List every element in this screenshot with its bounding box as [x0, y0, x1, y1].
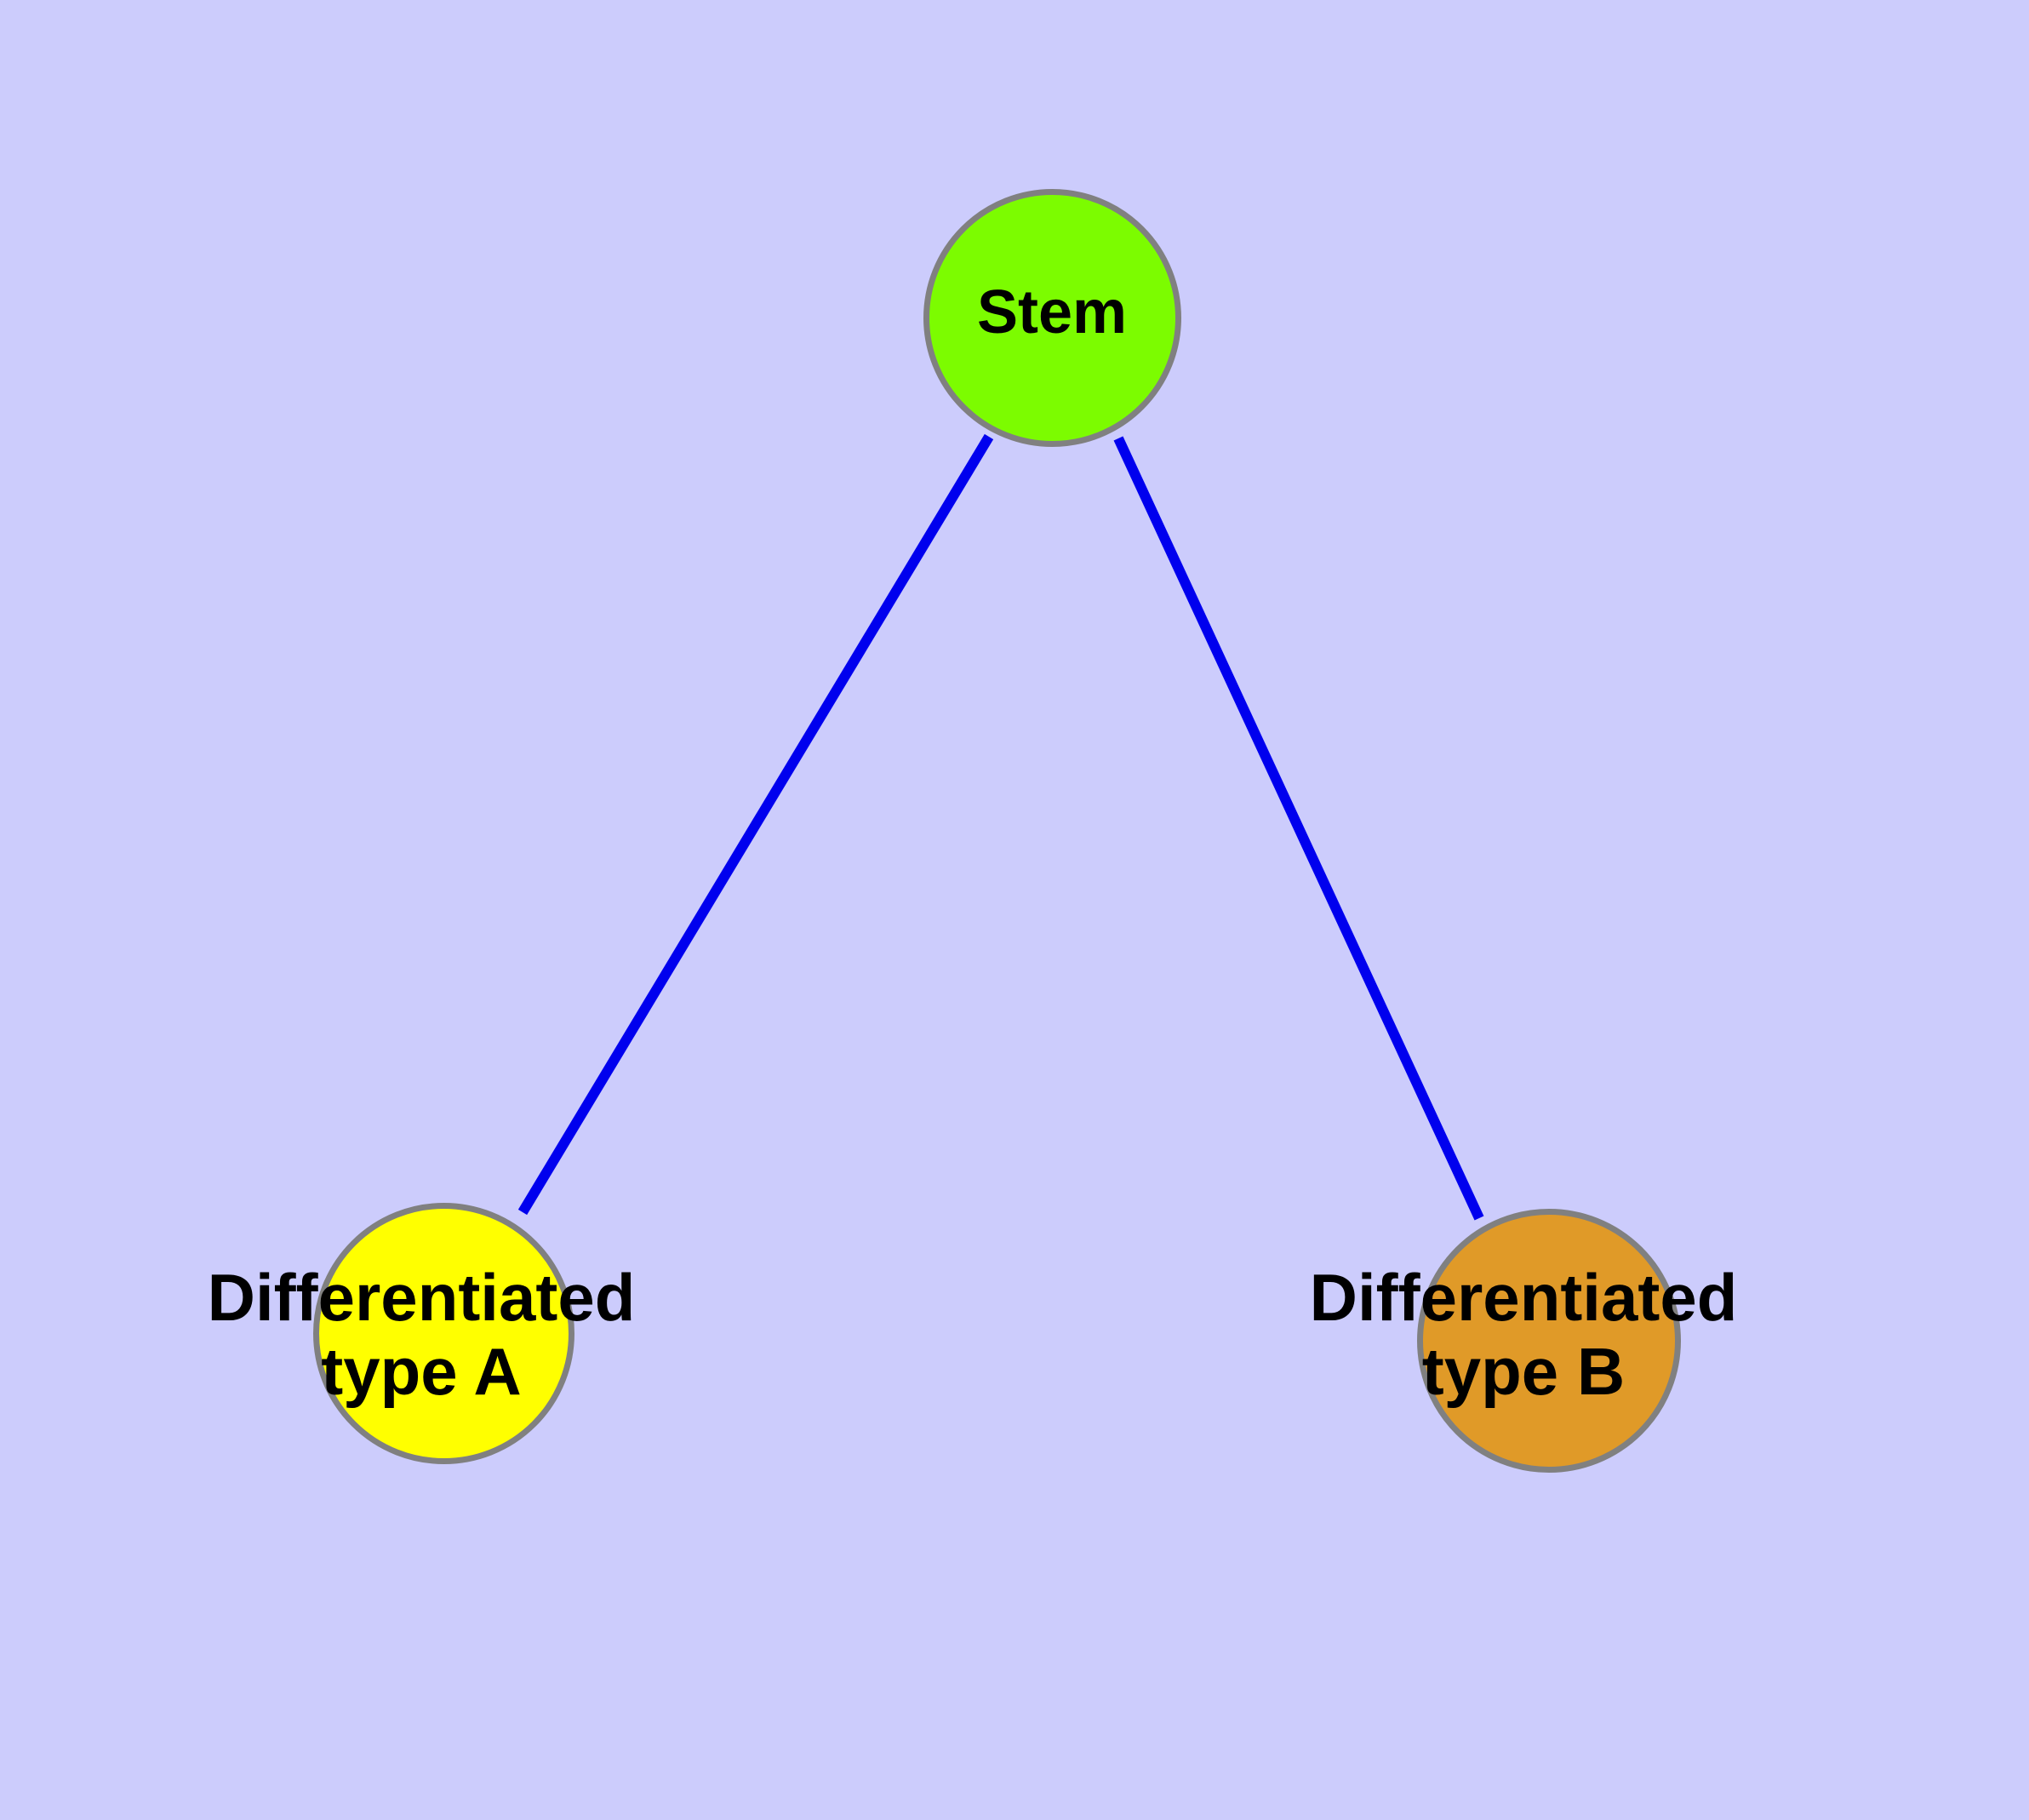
node-differentiated-type-b[interactable]	[1417, 1209, 1681, 1473]
node-stem[interactable]	[923, 189, 1181, 447]
edge-stem-to-differentiated-type-b	[1113, 436, 1484, 1221]
node-differentiated-type-a[interactable]	[313, 1203, 574, 1464]
edge-stem-to-differentiated-type-a	[517, 433, 994, 1216]
